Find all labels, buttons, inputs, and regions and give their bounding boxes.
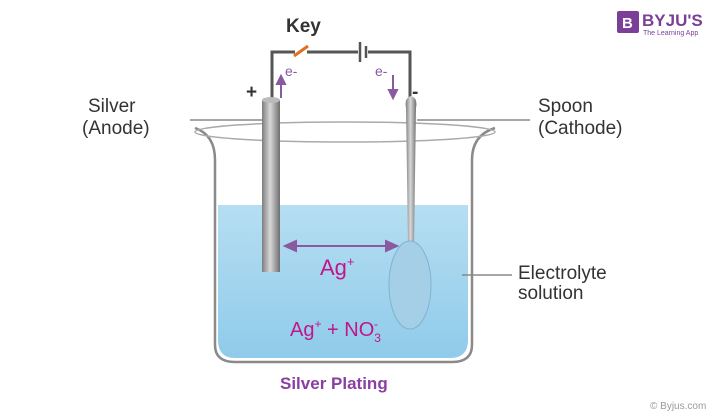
silver-anode [262, 100, 280, 272]
electrolyte-label-1: Electrolyte [518, 263, 607, 284]
spoon-bowl [388, 240, 432, 330]
logo-icon [617, 11, 639, 33]
circuit-wire [270, 50, 412, 100]
anode-label-1: Silver [88, 96, 136, 117]
svg-text:B: B [622, 15, 633, 32]
spoon-cathode [405, 96, 417, 245]
cathode-label-2: (Cathode) [538, 118, 623, 139]
battery-icon [358, 42, 368, 62]
logo-brand: BYJU'S [642, 11, 703, 30]
anode-top [262, 97, 280, 103]
electrolyte-label-2: solution [518, 283, 584, 304]
beaker [194, 126, 496, 364]
positive-terminal: + [246, 82, 257, 103]
solution-formula: Ag+ + NO3- [290, 317, 381, 345]
logo-tagline: The Learning App [643, 30, 698, 37]
electron-label-right: e- [375, 63, 388, 79]
electron-label-left: e- [285, 63, 298, 79]
cathode-label-1: Spoon [538, 96, 593, 117]
negative-terminal: - [412, 82, 418, 103]
diagram-title: Silver Plating [280, 374, 388, 393]
electron-arrows [275, 73, 400, 253]
copyright: © Byjus.com [650, 401, 706, 412]
anode-label-2: (Anode) [82, 118, 150, 139]
key-switch[interactable] [293, 44, 309, 58]
byjus-logo: B BYJU'S The Learning App [617, 11, 703, 37]
silver-ion-label: Ag+ [320, 254, 355, 280]
key-label: Key [286, 16, 321, 37]
beaker-rim [194, 121, 496, 143]
